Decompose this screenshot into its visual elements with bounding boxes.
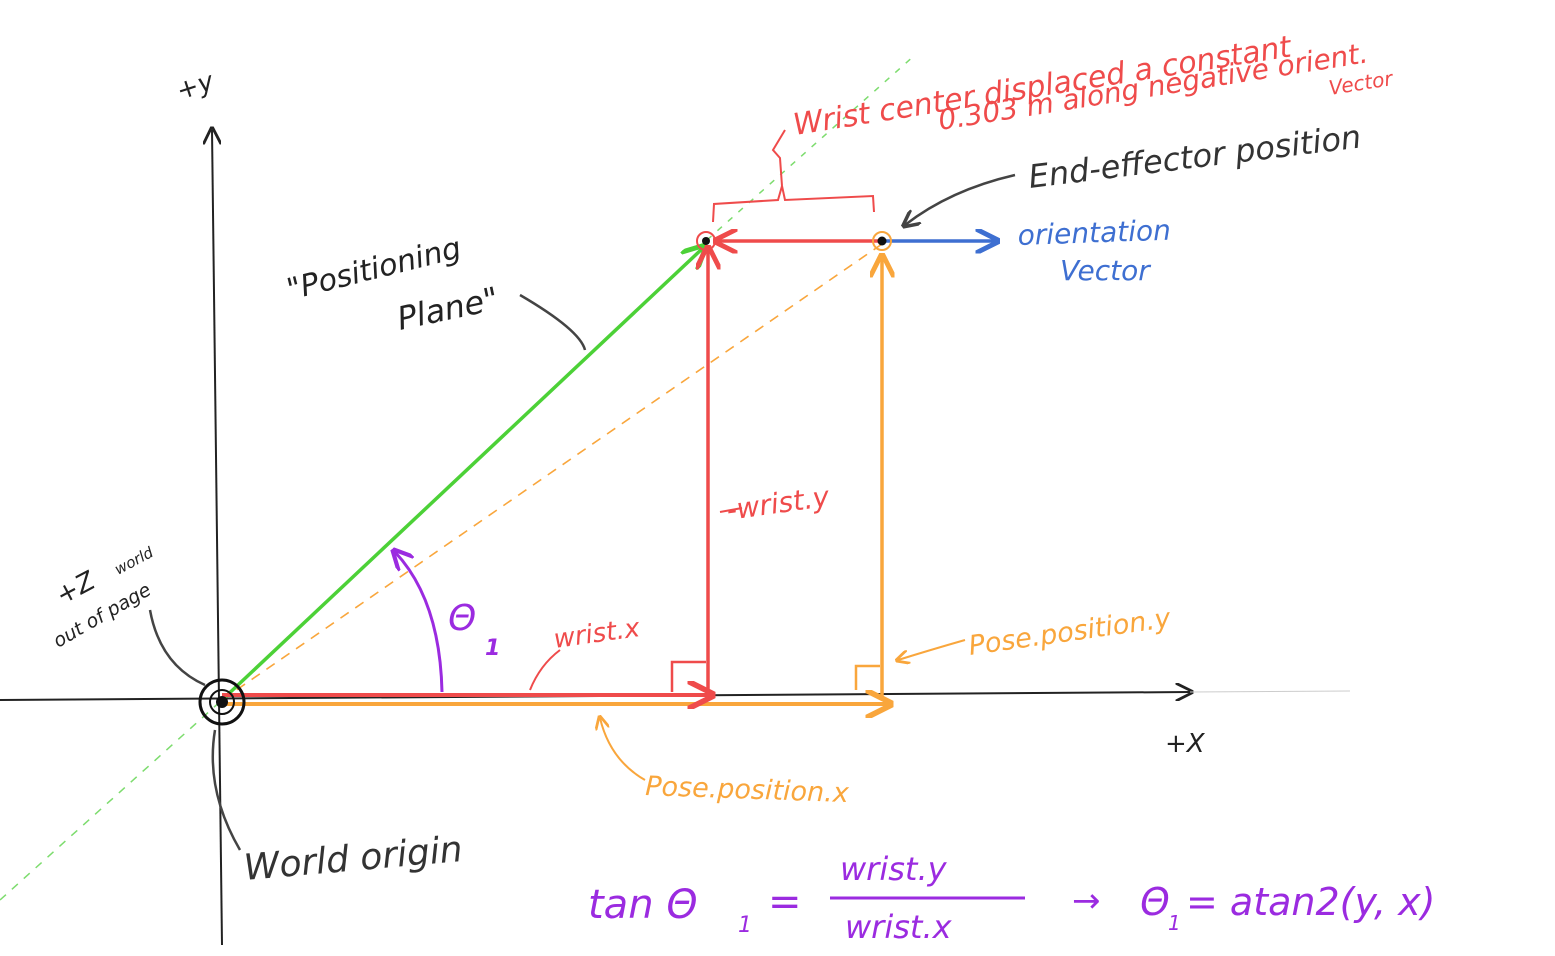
origin-leader: [211, 729, 242, 851]
formula-arrow: →: [1072, 881, 1101, 921]
formula-equals: =: [768, 879, 802, 925]
z-axis-label-top: +Z: [51, 566, 101, 612]
orientation-label-line1: orientation: [1017, 214, 1171, 252]
wrist-center-point: [702, 237, 710, 245]
right-angle-wrist: [670, 660, 706, 692]
wrist-y-label: -wrist.y: [724, 480, 831, 527]
ee-position-label: End-effector position: [1026, 117, 1363, 195]
plane-guide-lower: [0, 699, 223, 901]
formula-lhs: tan Θ: [588, 882, 698, 928]
origin-dot: [216, 696, 228, 708]
origin-to-ee-dashed: [221, 243, 883, 701]
offset-bracket: [712, 185, 875, 223]
positioning-vector: [220, 248, 703, 702]
x-axis-faint: [1189, 690, 1351, 693]
pose-x-label: Pose.position.x: [645, 771, 851, 809]
ee-leader: [905, 173, 1016, 225]
theta-subscript: 1: [485, 636, 500, 661]
origin-inner-ring: [209, 689, 235, 715]
wrist-center-ring: [696, 231, 716, 251]
theta-arc: [395, 552, 444, 693]
y-axis-label: +y: [173, 66, 218, 106]
wrist-x-leader: [529, 649, 561, 691]
offset-bracket-stem: [771, 129, 786, 187]
origin-outer-ring: [198, 678, 246, 726]
formula-rhs-subscript: 1: [1168, 911, 1181, 935]
atan2-formula: tan Θ 1 = wrist.y wrist.x → Θ 1 = atan2(…: [588, 850, 1436, 946]
x-axis-label: +X: [1165, 729, 1206, 759]
wrist-x-label: wrist.x: [552, 613, 643, 655]
formula-rhs-tail: = atan2(y, x): [1186, 880, 1436, 924]
formula-lhs-subscript: 1: [738, 913, 752, 938]
plane-leader: [519, 293, 587, 351]
pose-y-leader: [898, 639, 966, 660]
theta-label: Θ: [448, 598, 476, 639]
y-axis: [212, 130, 223, 946]
positioning-plane-line2: Plane": [394, 279, 502, 337]
z-axis-label-world: world: [111, 543, 156, 579]
ee-ring: [872, 231, 892, 251]
formula-denominator: wrist.x: [845, 908, 953, 946]
plane-guide-upper: [706, 54, 916, 241]
pose-x-leader: [600, 718, 646, 781]
wrist-y-leader: [719, 507, 743, 513]
z-leader: [148, 609, 206, 687]
formula-rhs-theta: Θ: [1140, 880, 1170, 924]
pose-y-label: Pose.position.y: [967, 603, 1174, 662]
orientation-label-line2: Vector: [1060, 254, 1151, 287]
right-angle-pose: [854, 664, 880, 690]
world-origin-label: World origin: [242, 829, 464, 889]
formula-numerator: wrist.y: [840, 850, 948, 888]
ee-point: [877, 236, 887, 246]
